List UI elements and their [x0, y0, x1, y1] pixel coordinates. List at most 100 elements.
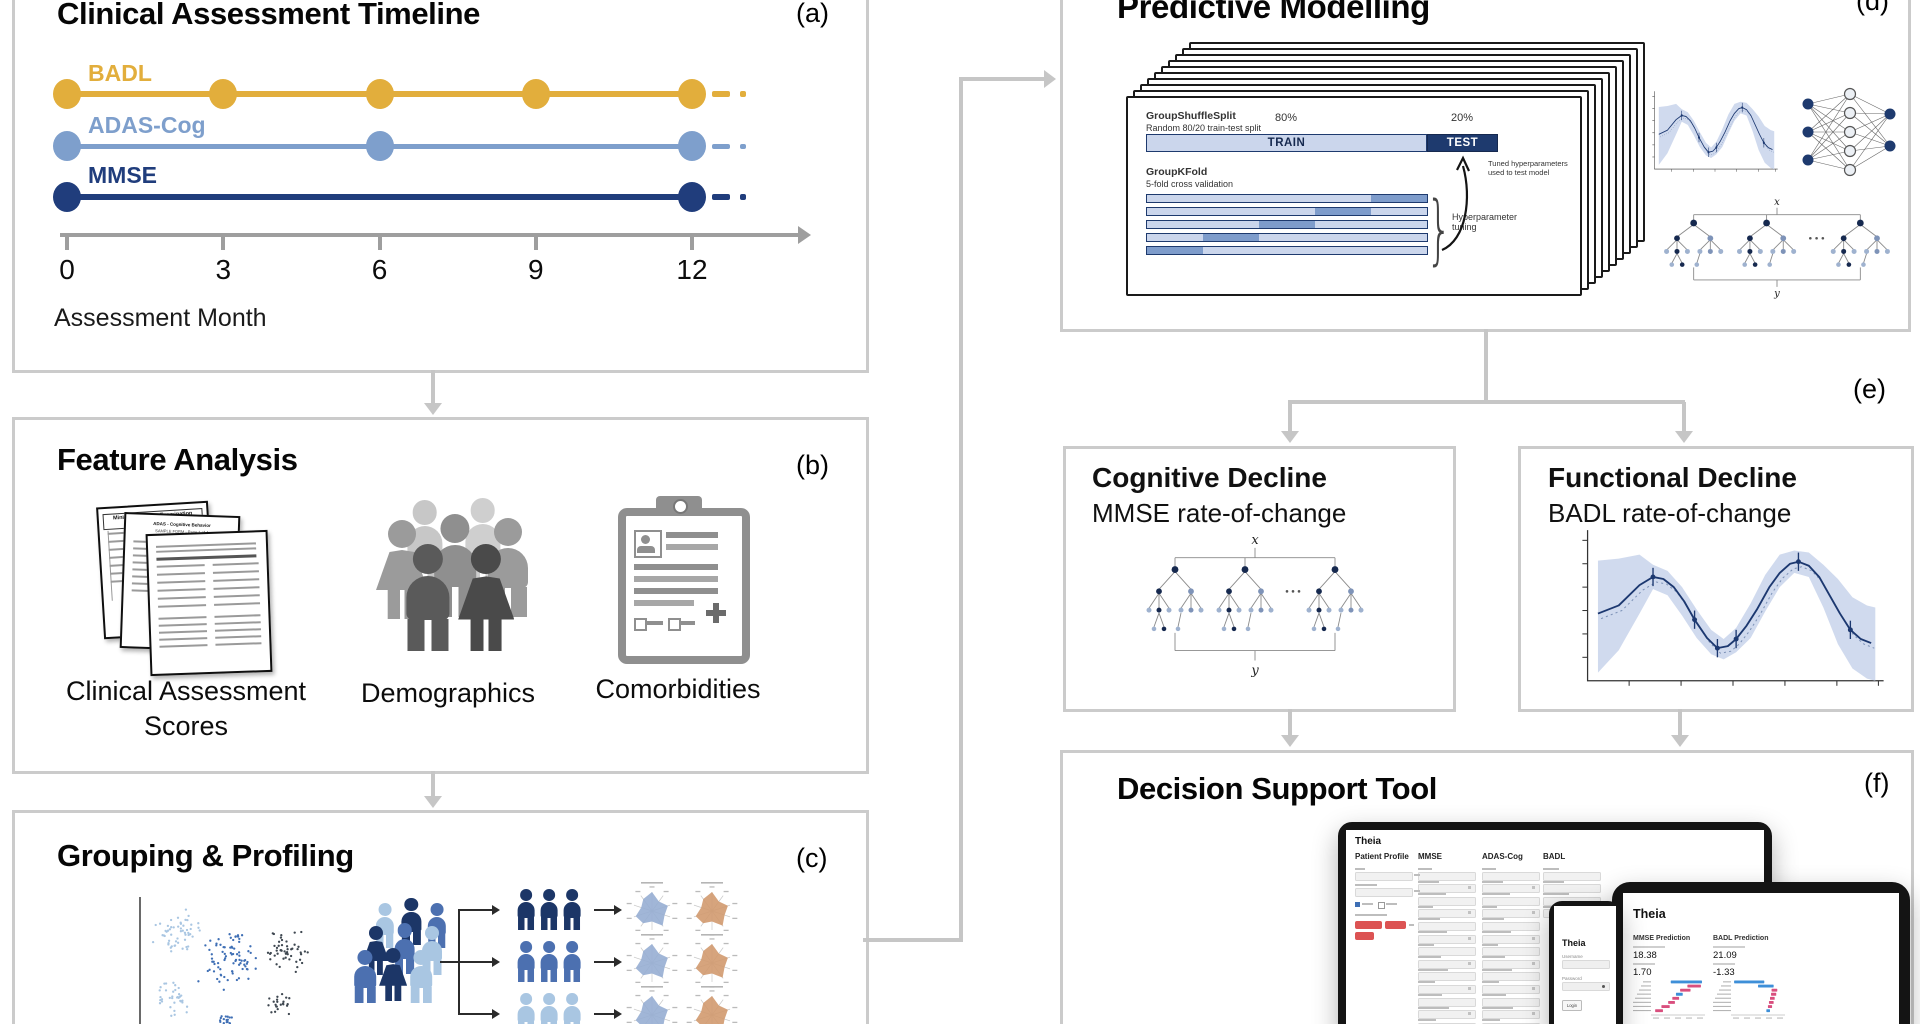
tag-chip[interactable] [1355, 921, 1382, 929]
form-input[interactable] [1482, 909, 1540, 919]
column-header: BADL [1543, 852, 1566, 861]
feature-label-demographics: Demographics [360, 678, 536, 708]
form-input[interactable] [1418, 909, 1476, 919]
shap-waterfall-chart [1713, 980, 1785, 1019]
radar-profile-orange [683, 880, 741, 945]
arrowhead-d-e1 [1281, 431, 1299, 443]
form-input[interactable] [1482, 1022, 1540, 1024]
connector-e1-f [1288, 709, 1292, 736]
panel-a [12, 0, 869, 373]
form-input[interactable] [1482, 997, 1540, 1007]
feature-label-scores: Clinical Assessment Scores [65, 676, 307, 741]
form-input[interactable] [1418, 884, 1476, 894]
form-input[interactable] [1543, 884, 1601, 894]
arrowhead-b-c [424, 796, 442, 808]
phone-screen: Theia Username Password Login [1554, 906, 1616, 1024]
fold-bar [1146, 194, 1428, 203]
documents-icon: Mini-Mental State Examination (MMSE)ADAS… [96, 498, 290, 677]
timeline-dot [678, 181, 706, 212]
form-input[interactable] [1418, 871, 1476, 881]
form-input[interactable] [1482, 984, 1540, 994]
train-pct: 80% [1274, 112, 1298, 124]
timeline-series-label: MMSE [88, 162, 157, 188]
svg-text:y: y [1250, 663, 1259, 678]
split-desc: Random 80/20 train-test split [1146, 123, 1262, 133]
tuned-arrow-label: Tuned hyperparameters used to test model [1488, 159, 1568, 177]
login-button[interactable]: Login [1562, 1000, 1582, 1011]
timeline-series-label: ADAS-Cog [88, 112, 206, 138]
form-input[interactable] [1418, 896, 1476, 906]
svg-text:x: x [1774, 198, 1780, 208]
column-header: Patient Profile [1355, 852, 1409, 861]
timeline-axis [60, 233, 800, 237]
timeline-series-label: BADL [88, 60, 152, 86]
panel-b-tag: (b) [796, 450, 829, 480]
radar-profile-orange [683, 932, 741, 997]
timeline-axis-arrowhead [798, 226, 811, 244]
form-input[interactable] [1482, 871, 1540, 881]
fold-bar [1146, 233, 1428, 242]
connector-e2-f [1678, 709, 1682, 736]
username-input[interactable] [1562, 960, 1610, 969]
person-icon [560, 993, 584, 1024]
form-input[interactable] [1418, 959, 1476, 969]
timeline-axis-label: Assessment Month [54, 304, 267, 332]
radar-profile-blue [623, 984, 681, 1024]
timeline-dot [53, 131, 81, 162]
cv-desc: 5-fold cross validation [1146, 179, 1234, 189]
form-input[interactable] [1482, 934, 1540, 944]
fold-bar [1146, 246, 1428, 255]
form-input[interactable] [1482, 972, 1540, 982]
person-icon [514, 993, 538, 1024]
password-input[interactable] [1562, 982, 1610, 991]
timeline-tick-label: 12 [676, 254, 708, 285]
form-input[interactable] [1355, 871, 1413, 881]
person-icon [537, 993, 561, 1024]
form-input[interactable] [1418, 984, 1476, 994]
tag-chip[interactable] [1385, 921, 1406, 929]
timeline-dot [678, 131, 706, 162]
app-title: Theia [1355, 836, 1382, 847]
timeline-dot [365, 79, 394, 109]
plus-icon [713, 603, 719, 623]
form-input[interactable] [1355, 887, 1413, 897]
cv-method: GroupKFold [1146, 166, 1208, 178]
form-input[interactable] [1418, 997, 1476, 1007]
tag-chip[interactable] [1355, 932, 1374, 940]
column-header: ADAS-Cog [1482, 852, 1523, 861]
form-input[interactable] [1418, 1022, 1476, 1024]
form-input[interactable] [1482, 947, 1540, 957]
form-input[interactable] [1418, 972, 1476, 982]
radar-profile-blue [623, 880, 681, 945]
eye-icon[interactable] [1602, 984, 1605, 988]
person-icon [560, 941, 584, 983]
form-input[interactable] [1482, 1010, 1540, 1020]
form-input[interactable] [1418, 921, 1476, 931]
form-input[interactable] [1418, 947, 1476, 957]
form-input[interactable] [1482, 959, 1540, 969]
timeline-axis-tick [533, 233, 538, 250]
cognitive-decline-title: Cognitive Decline [1092, 462, 1327, 493]
panel-e-tag: (e) [1853, 374, 1886, 404]
form-input[interactable] [1543, 871, 1601, 881]
form-input[interactable] [1418, 1010, 1476, 1020]
timeline-dot [678, 79, 706, 109]
fold-bar [1146, 207, 1428, 216]
form-input[interactable] [1482, 884, 1540, 894]
gp-regression-mini-plot [1648, 86, 1782, 183]
password-label: Password [1562, 976, 1582, 981]
neural-network-icon [1798, 86, 1900, 183]
form-input[interactable] [1482, 921, 1540, 931]
timeline-axis-tick [377, 233, 382, 250]
panel-a-title: Clinical Assessment Timeline [57, 0, 480, 31]
timeline-tick-label: 9 [527, 254, 544, 285]
form-input[interactable] [1482, 896, 1540, 906]
form-input[interactable] [1418, 934, 1476, 944]
arrowhead-c-d [1044, 70, 1056, 88]
person-icon [514, 889, 538, 931]
fold-bar [1146, 220, 1428, 229]
radar-profile-blue [623, 932, 681, 997]
